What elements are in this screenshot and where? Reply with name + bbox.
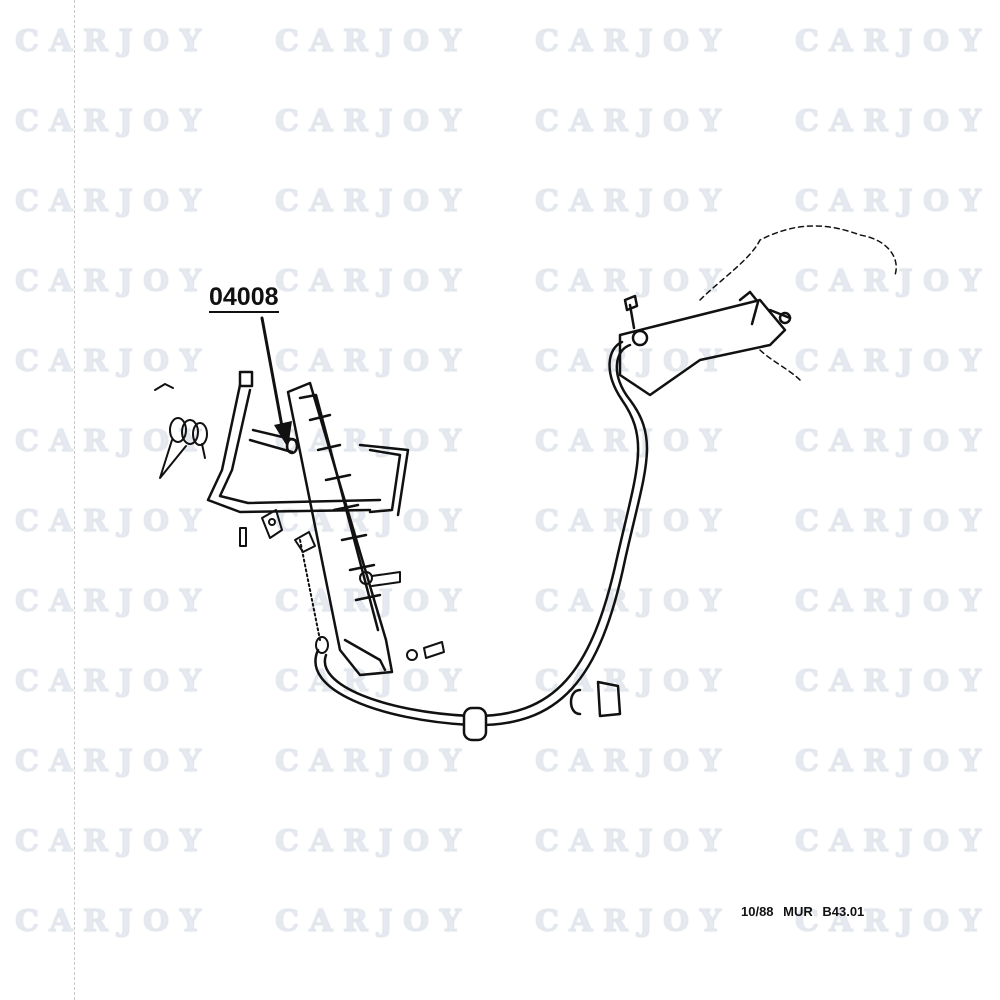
part-number-callout: 04008 — [209, 283, 279, 313]
pedal-rod — [206, 370, 410, 517]
cable-bracket — [618, 290, 792, 397]
pedal-pad — [286, 381, 394, 677]
pedal-fittings — [239, 509, 445, 661]
accelerator-cable — [314, 340, 649, 742]
engine-outline — [699, 225, 897, 381]
callout-arrow — [260, 316, 292, 448]
return-spring — [154, 383, 208, 479]
drawing-reference: 10/88 MUR B43.01 — [741, 904, 865, 919]
